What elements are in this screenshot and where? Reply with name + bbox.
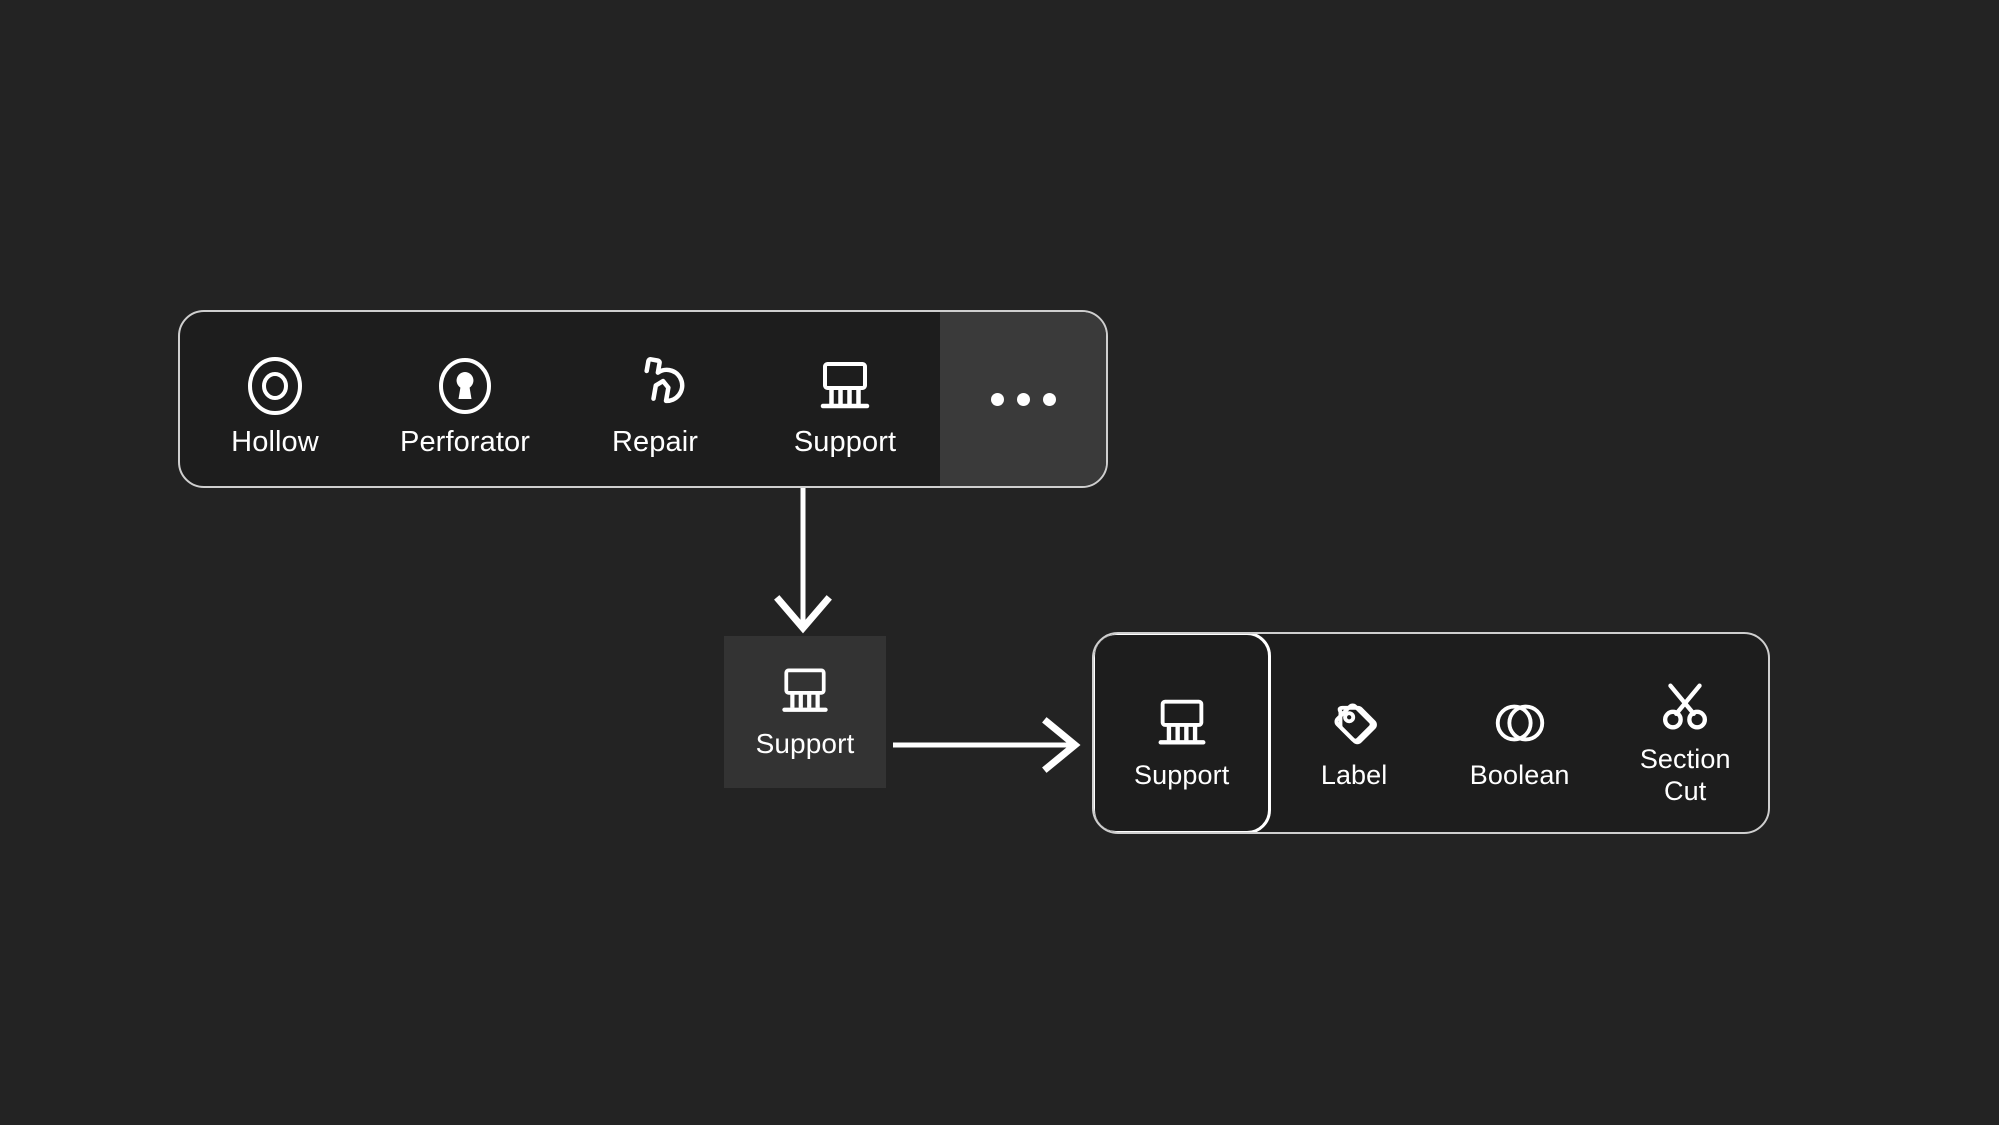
boolean-icon bbox=[1490, 692, 1550, 754]
support-icon bbox=[1152, 692, 1212, 754]
tool-label: Support bbox=[793, 425, 897, 458]
tool-button-hollow[interactable]: Hollow bbox=[180, 312, 370, 486]
support-icon bbox=[776, 663, 834, 719]
repair-wrench-icon bbox=[624, 355, 686, 417]
overflow-tool-palette: Support Label bbox=[1092, 632, 1770, 834]
tool-label: Repair bbox=[611, 425, 699, 458]
tool-label: Hollow bbox=[231, 425, 319, 458]
tool-button-support[interactable]: Support bbox=[750, 312, 940, 486]
arrow-callout-to-bottom bbox=[893, 717, 1081, 773]
tool-label: Perforator bbox=[400, 425, 530, 458]
tool-button-perforator[interactable]: Perforator bbox=[370, 312, 560, 486]
tool-label: Support bbox=[755, 728, 855, 760]
tool-label: Boolean bbox=[1469, 760, 1570, 791]
tool-button-section-cut[interactable]: Section Cut bbox=[1602, 634, 1768, 832]
primary-tool-palette: Hollow Perforator Repair bbox=[178, 310, 1108, 488]
callout-tool-button-support[interactable]: Support bbox=[724, 636, 886, 788]
tool-button-boolean[interactable]: Boolean bbox=[1437, 634, 1603, 832]
ellipsis-icon bbox=[990, 392, 1056, 406]
tool-button-repair[interactable]: Repair bbox=[560, 312, 750, 486]
tool-button-label[interactable]: Label bbox=[1271, 634, 1437, 832]
tag-icon bbox=[1324, 692, 1384, 754]
arrow-top-to-callout bbox=[774, 488, 832, 634]
overflow-more-button[interactable] bbox=[940, 312, 1106, 486]
tool-label: Section Cut bbox=[1639, 744, 1731, 806]
support-icon bbox=[814, 355, 876, 417]
hollow-icon bbox=[244, 355, 306, 417]
tool-button-support-selected[interactable]: Support bbox=[1094, 634, 1272, 832]
tool-label: Support bbox=[1134, 760, 1230, 791]
tool-label: Label bbox=[1320, 760, 1388, 791]
scissors-icon bbox=[1655, 676, 1715, 738]
perforator-icon bbox=[434, 355, 496, 417]
